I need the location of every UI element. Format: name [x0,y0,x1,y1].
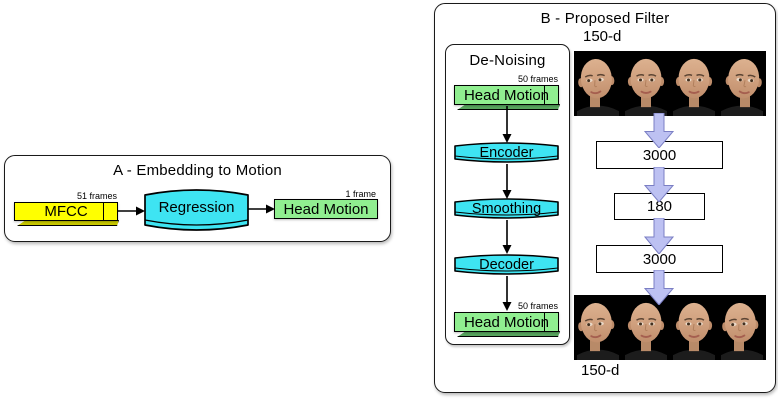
face-image [670,51,718,116]
head-motion-frames-label: 1 frame [345,189,376,199]
face-image [718,295,766,360]
mfcc-frame-divider [103,202,104,221]
denoise-output-label: Head Motion [463,313,550,331]
panel-a-title: A - Embedding to Motion [113,162,282,179]
denoise-input-label: Head Motion [463,86,550,104]
denoising-title: De-Noising [469,52,546,69]
panel-embedding-to-motion: A - Embedding to Motion 51 frames MFCC R… [4,155,391,242]
face-image [622,295,670,360]
face-image [574,295,622,360]
arrow-encoder-to-smoothing [502,164,512,199]
flow-arrow-faces-to-3000 [644,113,674,148]
face-image [718,51,766,116]
arrow-input-to-encoder [502,106,512,143]
face-sequence-bottom [574,295,766,360]
arrow-smoothing-to-decoder [502,220,512,254]
decoder-label: Decoder [479,256,534,273]
smoothing-cylinder: Smoothing [454,198,559,219]
arrow-regression-to-headmotion [248,204,275,214]
head-motion-label: Head Motion [283,200,369,218]
mfcc-label: MFCC [44,203,88,220]
regression-cylinder: Regression [144,189,249,231]
mfcc-box: 51 frames MFCC [14,191,118,221]
panel-proposed-filter: B - Proposed Filter De-Noising 50 frames… [434,3,776,393]
regression-label: Regression [158,198,235,216]
face-image [574,51,622,116]
face-sequence-top [574,51,766,116]
flow-arrow-3000-to-faces [644,270,674,305]
denoise-output-frame-divider [544,312,545,332]
panel-b-title: B - Proposed Filter [540,10,670,27]
layer-3000-bottom-label: 3000 [642,250,677,268]
arrow-mfcc-to-regression [118,206,145,216]
layer-180-label: 180 [646,198,673,215]
decoder-cylinder: Decoder [454,254,559,275]
head-motion-output-box: 1 frame Head Motion [274,189,378,219]
denoise-input-box: 50 frames Head Motion [454,74,559,105]
face-image [670,295,718,360]
denoise-input-frame-divider [544,85,545,105]
arrow-decoder-to-output [502,276,512,311]
denoising-box: De-Noising 50 frames Head Motion Encoder [445,44,570,345]
denoise-output-frames-label: 50 frames [517,301,558,311]
denoise-input-frames-label: 50 frames [517,74,558,84]
encoder-label: Encoder [479,144,534,161]
flow-arrow-180-to-3000 [644,218,674,254]
face-image [622,51,670,116]
mfcc-frames-label: 51 frames [76,191,117,201]
flow-arrow-3000-to-180 [644,167,674,202]
top-dimension-label: 150-d [583,28,622,45]
denoise-output-box: 50 frames Head Motion [454,301,559,332]
smoothing-label: Smoothing [471,200,542,217]
layer-3000-top-label: 3000 [642,146,677,164]
encoder-cylinder: Encoder [454,142,559,163]
bottom-dimension-label: 150-d [581,362,620,379]
